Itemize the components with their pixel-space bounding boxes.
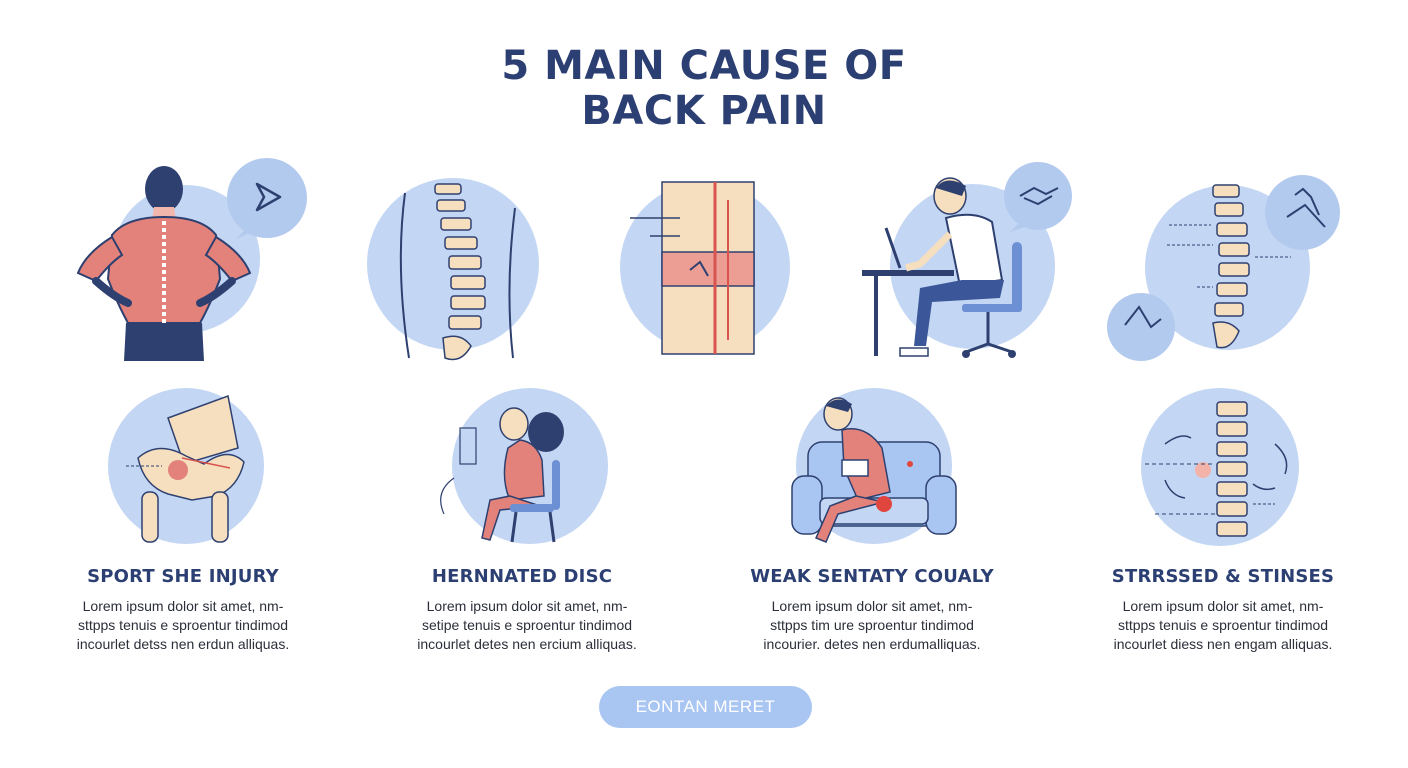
pelvis-injury-illustration [108,388,268,548]
pelvis-icon [126,394,245,543]
cta-button[interactable]: EONTAN MERET [599,686,812,728]
sofa-person-icon [791,397,957,543]
sitting-posture-illustration [430,388,610,548]
vertebrae-stress-illustration [1125,388,1315,550]
card-description: Lorem ipsum dolor sit amet, nm- sttpps t… [33,597,333,654]
pain-arrow-icon [236,182,282,239]
card-title-herniated-disc: HERNNATED DISC [431,566,613,587]
page-title-line-1: 5 MAIN CAUSE OF [501,43,907,89]
speech-bubble [1004,162,1072,230]
card-description: Lorem ipsum dolor sit amet, nm- sttpps t… [722,597,1022,654]
spine-labels-icon [1124,184,1326,349]
back-figure-icon [76,166,252,361]
disc-icon [630,181,755,355]
spine-diagram-illustration [1105,175,1345,370]
card-title-stress: STRRSSED & STINSES [1111,566,1335,587]
card-title-sport-injury: SPORT SHE INJURY [87,566,279,587]
sitting-person-icon [440,407,564,543]
muscle-back-pain-illustration [70,155,310,370]
card-description-line: incourier. detes nen erdumalliquas. [763,636,981,652]
card-title-weak-posture: WEAK SENTATY COUALY [750,566,994,587]
card-description: Lorem ipsum dolor sit amet, nm- setipe t… [377,597,677,654]
card-description-line: incourlet diess nen engam alliquas. [1113,636,1333,652]
vertebrae-icon [1145,401,1288,537]
page-title: 5 MAIN CAUSE OF BACK PAIN [0,44,1408,134]
spine-icon [399,183,516,361]
card-description-line: sttpps tenuis e sproentur tindimod [77,617,289,633]
person-at-desk-icon [862,177,1022,358]
card-description-line: sttpps tenuis e sproentur tindimod [1117,617,1329,633]
speech-bubble [1265,175,1340,250]
handshake-icon [1010,186,1059,232]
card-description: Lorem ipsum dolor sit amet, nm- sttpps t… [1073,597,1373,654]
card-description-line: setipe tenuis e sproentur tindimod [421,617,633,633]
sofa-slouch-illustration [786,388,961,553]
speech-bubble [227,158,307,238]
spine-curve-illustration [365,178,545,368]
page-title-line-2: BACK PAIN [581,88,827,134]
card-description-line: incourlet detss nen erdun alliquas. [76,636,290,652]
card-description-line: Lorem ipsum dolor sit amet, nm- [82,598,284,614]
disc-cross-section-illustration [620,180,795,360]
card-description-line: sttpps tim ure sproentur tindimod [770,617,974,633]
card-description-line: incourlet detes nen ercium alliquas. [417,636,637,652]
desk-posture-illustration [862,160,1077,365]
card-description-line: Lorem ipsum dolor sit amet, nm- [1122,598,1324,614]
speech-bubble [1107,293,1175,361]
card-description-line: Lorem ipsum dolor sit amet, nm- [771,598,973,614]
card-description-line: Lorem ipsum dolor sit amet, nm- [426,598,628,614]
